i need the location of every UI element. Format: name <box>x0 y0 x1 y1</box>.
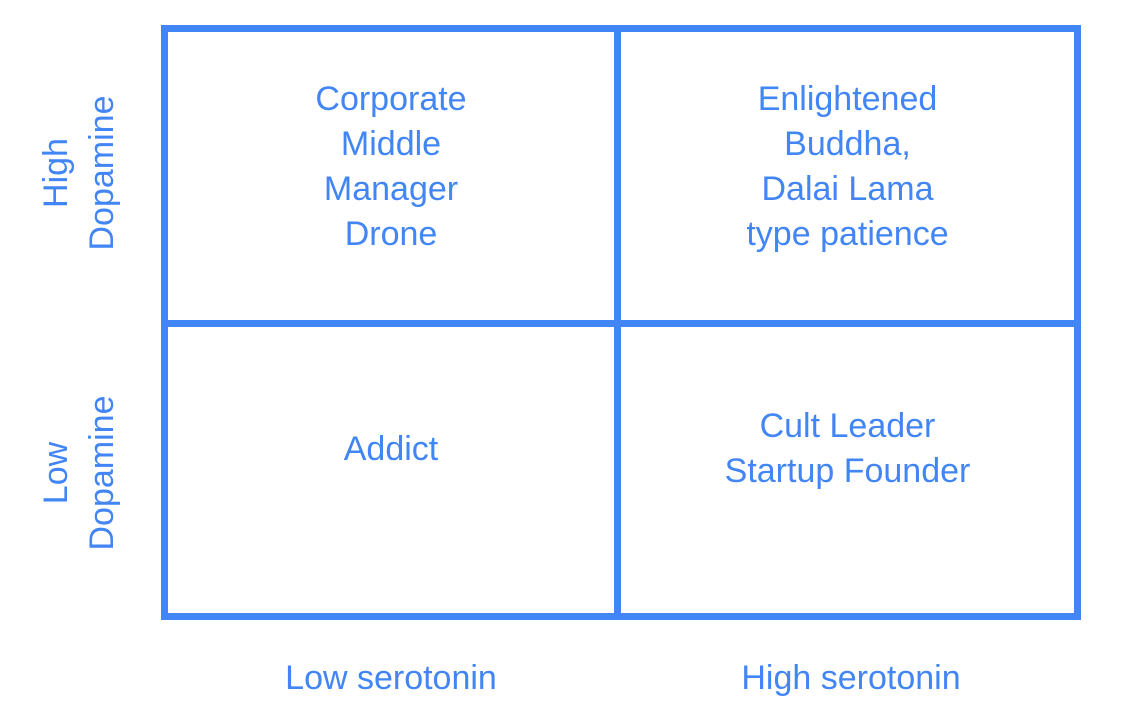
quadrant-label: Cult Leader Startup Founder <box>724 407 971 490</box>
quadrant-grid: Corporate Middle Manager Drone Enlighten… <box>161 25 1081 620</box>
y-axis-label-high-dopamine: High Dopamine <box>31 23 127 323</box>
y-axis-low-measure: Dopamine <box>83 395 121 551</box>
x-axis-label-low-serotonin: Low serotonin <box>285 659 497 697</box>
y-axis-low-qualifier: Low <box>37 441 75 505</box>
quadrant-low-dopamine-high-serotonin[interactable]: Cult Leader Startup Founder <box>621 327 1074 613</box>
quadrant-label: Addict <box>343 429 439 468</box>
y-axis-high-qualifier: High <box>37 138 75 208</box>
quadrant-high-dopamine-low-serotonin[interactable]: Corporate Middle Manager Drone <box>168 32 621 327</box>
quadrant-label: Corporate Middle Manager Drone <box>315 80 467 253</box>
quadrant-high-dopamine-high-serotonin[interactable]: Enlightened Buddha, Dalai Lama type pati… <box>621 32 1074 327</box>
quadrant-low-dopamine-low-serotonin[interactable]: Addict <box>168 327 621 613</box>
x-axis-label-high-serotonin: High serotonin <box>741 659 961 697</box>
y-axis-label-low-dopamine: Low Dopamine <box>31 323 127 623</box>
quadrant-label: Enlightened Buddha, Dalai Lama type pati… <box>746 80 949 253</box>
y-axis-high-measure: Dopamine <box>83 95 121 251</box>
